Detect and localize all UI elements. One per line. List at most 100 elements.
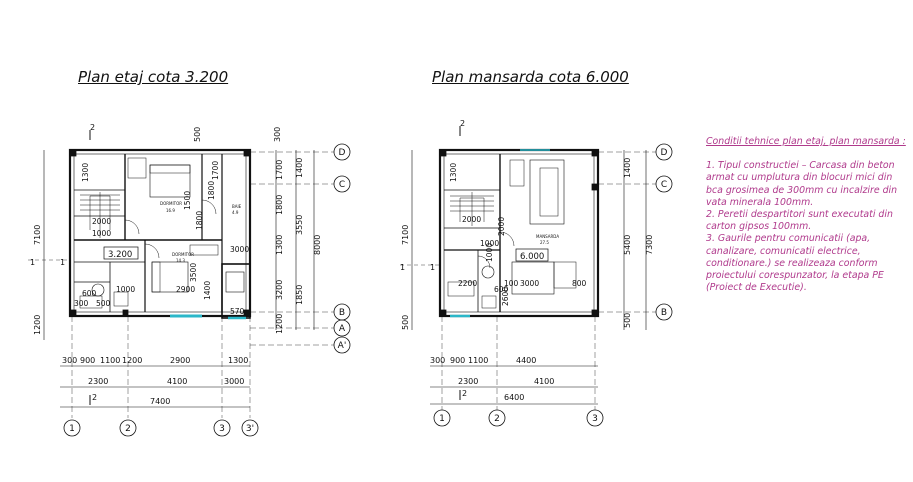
note-item: 1. Tipul constructiei – Carcasa din beto… [706,160,898,208]
plan1-dim-bottom: 1100 [100,356,120,365]
plan2-axis-2-circle [488,409,506,427]
plan2-section-mark: 2 [460,119,465,128]
plan2-dim-bottom: 2300 [458,377,478,386]
plan2-dim-inner: 2000 [462,215,481,224]
plan1 [28,130,334,418]
plan1-axis-3: 3 [219,424,225,434]
plan1-dim-bottom: 2300 [88,377,108,386]
plan2-dim-left: 7100 [401,225,410,245]
plan2-stairs [450,192,494,226]
plan1-dim-inner: 500 [96,299,111,308]
plan1-section-mark: 1 [60,258,65,267]
plan1-dim-top: 300 [273,127,282,142]
note-item: 3. Gaurile pentru comunicatii (apa, cana… [706,233,884,294]
plan2-axis-3-circle [586,409,604,427]
plan2-dim-right-total: 7300 [645,235,654,255]
plan1-dim-inner: 1300 [81,163,90,182]
plan2-axis-D: D [661,148,668,158]
plan1-room-area: 16.9 [166,208,175,213]
plan1-stairs [80,192,120,238]
plan1-dim-bottom: 300 [62,356,77,365]
note-item: 2. Peretii despartitori sunt executati d… [706,209,893,233]
plan1-level: 3.200 [108,250,132,260]
plan1-dim-top: 500 [193,127,202,142]
plan1-axis-1: 1 [69,424,75,434]
plan1-dim-inner: 1000 [116,285,135,294]
plan1-dim-left: 1200 [33,315,42,335]
plan1-axis-3-circle [213,419,231,437]
plan1-dim-bottom: 3000 [224,377,244,386]
plan2-section-mark: 1 [430,263,435,272]
plan1-dim-right-total: 8000 [313,235,322,255]
plan2-section-mark: 1 [400,263,405,272]
plan1-axis-3': 3' [246,424,254,434]
plan1-dim-right: 1200 [275,314,284,334]
plan1-axis-C-circle [333,175,351,193]
plan1-axis-2: 2 [125,424,131,434]
plan2-dim-bottom: 900 [450,356,465,365]
plan1-dim-inner: 570 [230,307,245,316]
plan1-dim-inner: 3000 [230,245,249,254]
plan2-axis-3: 3 [592,414,598,424]
plan1-dim-left: 7100 [33,225,42,245]
plan2-dim-inner: 2600 [501,287,510,306]
plan2-dim-right: 5400 [623,235,632,255]
plan1-title: Plan etaj cota 3.200 [78,68,229,86]
plan2-sofa [529,159,565,225]
plan2-dim-left: 500 [401,315,410,330]
plan1-axis-A': A' [338,341,347,351]
plan2-dim-inner: 800 [572,279,587,288]
plan1-dim-bottom: 900 [80,356,95,365]
plan2-dim-inner: 600 [494,285,509,294]
plan2-section-mark: 2 [462,389,467,398]
plan1-dim-inner: 1500 [183,191,192,210]
notes-heading: Conditii tehnice plan etaj, plan mansard… [706,136,906,147]
plan2-dim-inner: 2000 [497,217,506,236]
plan1-dim-total: 7400 [150,397,170,406]
plan1-dim-bottom: 2900 [170,356,190,365]
plan2-axis-B-circle [655,303,673,321]
plan1-axis-C: C [339,180,345,190]
plan1-dim-bottom: 1300 [228,356,248,365]
plan1-dim-inner: 600 [82,289,97,298]
plan1-dim-inner: 1400 [203,281,212,300]
plan2-axis-1-circle [433,409,451,427]
plan1-level-box [103,246,139,260]
plan2-dim-inner: 1000 [480,239,499,248]
plan2-dim-bottom: 4100 [534,377,554,386]
plan2-dim-bottom: 1100 [468,356,488,365]
plan1-room-label: DORMITOR [172,252,194,257]
plan2-dim-inner: 2200 [458,279,477,288]
plan2-axis-D-circle [655,143,673,161]
plan1-outer-wall [68,148,252,318]
plan1-room-area: 4.9 [232,210,239,215]
plan1-dim-bottom: 1200 [122,356,142,365]
plan1-dim-inner: 2000 [92,217,111,226]
plan2-axis-C-circle [655,175,673,193]
plan2-axis-B: B [661,308,667,318]
plan1-axis-D-circle [333,143,351,161]
plan1-dim-inner: 1800 [195,211,204,230]
plan2-dim-bottom: 300 [430,356,445,365]
plan2-room-label: MANSARDA [536,234,559,239]
plan2 [400,126,656,410]
plan1-dim-inner: 1800 [207,181,216,200]
plan2-dim-bottom: 4400 [516,356,536,365]
plan1-section-mark: 2 [92,393,97,402]
plan1-section-mark: 2 [90,123,95,132]
plan1-dim-right: 1850 [295,285,304,305]
plan2-room-area: 27.5 [540,240,549,245]
plan1-room-area: 14.3 [176,258,185,263]
plan2-axis-1: 1 [439,414,445,424]
plan1-dim-right: 1300 [275,235,284,255]
plan2-dim-total: 6400 [504,393,524,402]
plan1-axis-A: A [339,324,346,334]
plan1-axis-2-circle [119,419,137,437]
plan2-title: Plan mansarda cota 6.000 [432,68,629,86]
plan2-axis-2: 2 [494,414,500,424]
plan2-dim-right: 1400 [623,158,632,178]
plan1-axis-1-circle [63,419,81,437]
plan2-dim-inner: 1000 [485,243,494,262]
